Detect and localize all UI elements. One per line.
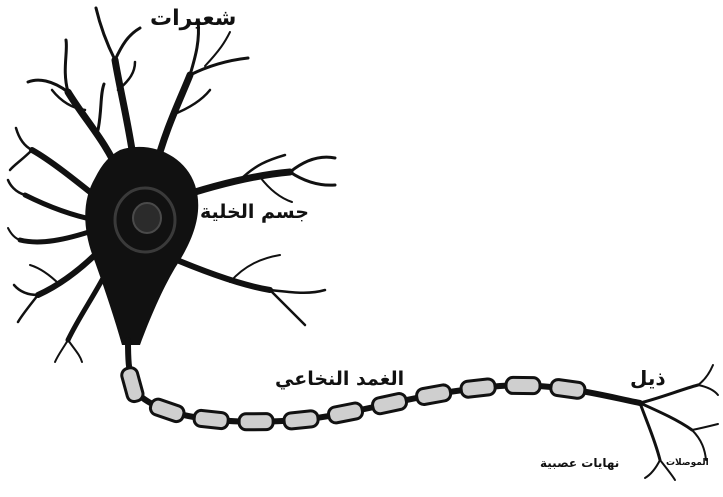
cell-body-label: جسم الخلية	[200, 203, 309, 222]
myelin-segment	[327, 402, 363, 424]
myelin-segment	[371, 392, 408, 415]
myelin-segment	[460, 378, 496, 398]
myelin-segment	[506, 377, 540, 393]
myelin-segment	[415, 384, 451, 406]
myelin-segment	[550, 379, 586, 399]
myelin-segment	[149, 397, 186, 423]
dendrites-label: شعيرات	[150, 8, 236, 30]
connections-label: الموصلات	[666, 459, 709, 468]
myelin-segment	[193, 410, 229, 430]
myelin-segment	[283, 410, 318, 429]
myelin-segment	[120, 366, 144, 403]
nucleolus-shape	[133, 203, 161, 233]
myelin-sheath-label: الغمد النخاعي	[275, 370, 404, 389]
cell-body-shape	[85, 147, 198, 345]
myelin-segment	[239, 414, 273, 430]
tail-label: ذيل	[630, 368, 666, 388]
nerve-endings-label: نهايات عصبية	[540, 457, 619, 469]
